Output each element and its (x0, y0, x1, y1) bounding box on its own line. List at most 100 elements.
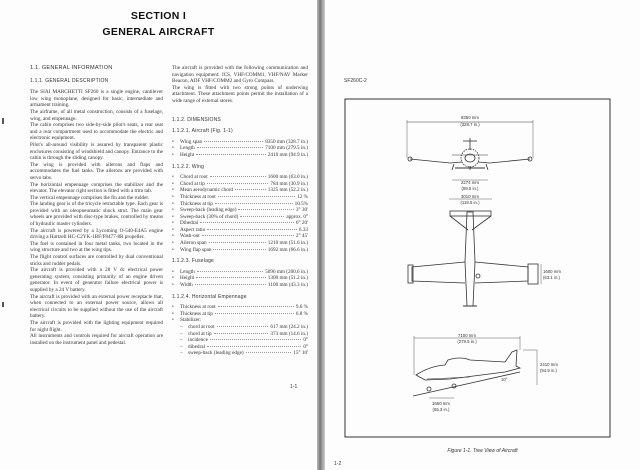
leader-dots (240, 215, 285, 217)
leader-dots (196, 153, 266, 155)
spec-value: 0° (303, 343, 308, 350)
heading-general-information: 1.1. GENERAL INFORMATION (30, 65, 113, 71)
spec-value: 6.33 (298, 226, 308, 233)
paragraph: The aircraft is provided with the follow… (172, 65, 308, 85)
left-page: SECTION I GENERAL AIRCRAFT 1.1. GENERAL … (0, 0, 317, 470)
scan-mark (2, 302, 4, 307)
bullet: • (172, 317, 174, 324)
front-view (406, 120, 534, 181)
spec-value: 1325 mm (52.2 in.) (267, 187, 308, 194)
spec-label: Sweep-back (leading edge) (180, 207, 237, 214)
spec-label: Thickness at root (180, 193, 216, 200)
leader-dots (208, 242, 266, 244)
spec-value: 373 mm (14.6 in.) (270, 330, 308, 337)
spec-value: 1692 mm (66.6 in.) (267, 246, 308, 253)
bullet: • (172, 304, 174, 311)
bullet: – (180, 324, 183, 330)
bullet: – (180, 350, 183, 357)
spec-row: –dihedral 0° (180, 344, 308, 351)
leader-dots (209, 176, 266, 178)
leader-dots (204, 140, 264, 142)
spec-label: Length (180, 145, 195, 152)
bullet: – (180, 337, 183, 344)
page-number: 1-2 (334, 461, 342, 467)
bullet: • (172, 282, 174, 289)
right-column: The aircraft is provided with the follow… (172, 65, 308, 357)
bullet: – (180, 343, 183, 350)
label-root-chord-mm: 1600 mm (543, 269, 561, 274)
spec-value: 15° 10' (293, 350, 308, 357)
label-height-mm: 2410 mm (540, 362, 558, 367)
bullet: • (172, 213, 174, 220)
heading-fuselage: 1.1.2.3. Fuselage (172, 258, 215, 265)
label-length-in: (279.5 in.) (457, 339, 477, 344)
leader-dots (214, 202, 293, 204)
bullet: • (172, 200, 174, 207)
paragraph: The wing is provided with ailerons and f… (30, 161, 163, 181)
heading-general-description: 1.1.1. GENERAL DESCRIPTION (30, 77, 109, 84)
spec-label: dihedral (188, 343, 205, 350)
bullet: • (172, 138, 174, 145)
spec-label: Aspect ratio (180, 226, 206, 233)
leader-dots (213, 248, 266, 250)
spec-label: Mean aerodynamic chord (180, 187, 234, 194)
spec-value: 1600 mm (63.0 in.) (267, 174, 308, 181)
heading-aircraft: 1.1.2.1. Aircraft (Fig. 1-1) (172, 128, 233, 135)
bullet: – (180, 330, 183, 337)
spec-value: 8350 mm (328.7 in.) (265, 138, 308, 145)
bullet: • (172, 174, 174, 181)
spec-label: Wing span (180, 138, 203, 145)
figure-frame (344, 98, 611, 438)
right-page: SF260C-2 1-2 Figure 1-1. Tree View of Ai… (325, 0, 640, 470)
leader-dots (217, 195, 296, 197)
page-gutter (317, 0, 325, 470)
spec-label: Height (180, 275, 195, 282)
paragraph: The flight control surfaces are controll… (30, 254, 163, 267)
leader-dots (200, 222, 294, 224)
leader-dots (216, 326, 269, 327)
spec-value: 7100 mm (279.5 in.) (265, 145, 308, 152)
spec-value: 12 % (297, 193, 308, 200)
spec-value: 1300 mm (51.2 in.) (267, 275, 308, 282)
spec-label: Chord at tip (180, 180, 205, 187)
label-track-in: (89.5 in.) (462, 186, 480, 191)
paragraph: The airframe, of all metal construction,… (30, 108, 163, 122)
side-view (412, 336, 538, 399)
spec-label: Thickness at tip (180, 310, 213, 317)
leader-dots (213, 332, 269, 334)
spec-value: 2410 mm (94.9 in.) (267, 151, 308, 158)
spec-label: Wing flap span (180, 246, 212, 253)
leader-dots (238, 209, 294, 211)
label-track-mm: 2274 mm (461, 180, 479, 185)
spec-value: 1210 mm (51.6 in.) (267, 240, 308, 247)
paragraph: The cabin comprises two side-by-side pil… (30, 122, 163, 142)
label-length-mm: 7100 mm (458, 333, 476, 338)
document-code: SF260C-2 (344, 78, 367, 84)
spec-label: Thickness at root (180, 304, 216, 311)
paragraph: Pilot's all-around visibility is assured… (30, 141, 163, 162)
label-ground-angle: 10° (501, 377, 508, 382)
label-stabilizer-in: (118.5 in.) (460, 200, 480, 205)
spec-value: approx. 0° (286, 213, 308, 220)
bullet: • (172, 151, 174, 158)
spec-value: 2° 45' (295, 233, 308, 240)
paragraph: The vertical empennage comprises the fin… (30, 194, 150, 201)
bullet: • (172, 233, 174, 240)
label-span-in: (328.7 in.) (460, 122, 480, 127)
leader-dots (196, 277, 266, 279)
paragraph: The aircraft is provided with the lighti… (30, 319, 163, 333)
leader-dots (196, 147, 264, 149)
